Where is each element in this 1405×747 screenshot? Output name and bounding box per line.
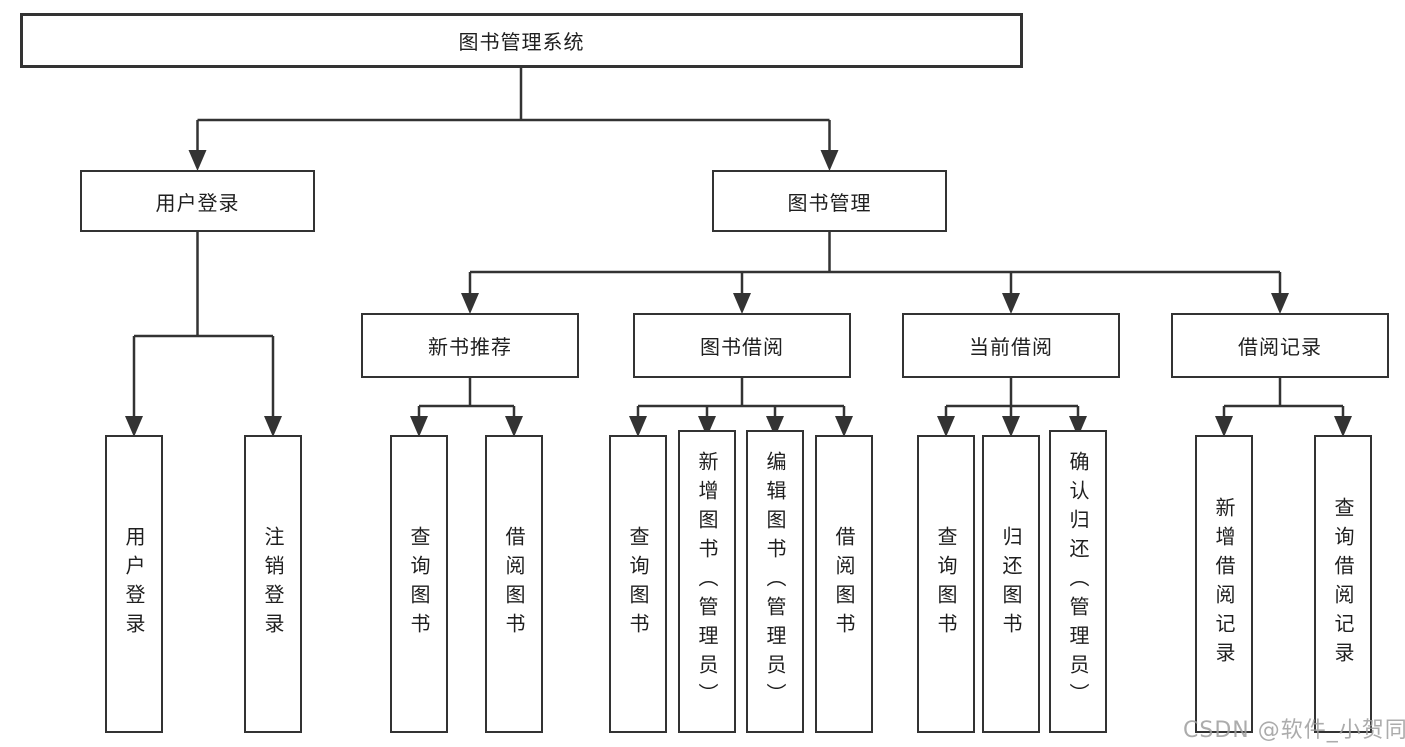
leaf-add-books-admin: 新增图书（管理员） xyxy=(678,430,736,733)
node-library-management-system: 图书管理系统 xyxy=(20,13,1023,68)
node-user-login-branch: 用户登录 xyxy=(80,170,315,232)
leaf-return-books: 归还图书 xyxy=(982,435,1040,733)
leaf-add-borrow-record: 新增借阅记录 xyxy=(1195,435,1253,733)
node-book-management-branch: 图书管理 xyxy=(712,170,947,232)
node-book-borrow: 图书借阅 xyxy=(633,313,851,378)
node-current-borrow: 当前借阅 xyxy=(902,313,1120,378)
leaf-borrow-books: 借阅图书 xyxy=(815,435,873,733)
leaf-user-login: 用户登录 xyxy=(105,435,163,733)
csdn-watermark: CSDN @软件_小贺同学 xyxy=(1183,718,1405,743)
leaf-query-borrow-record: 查询借阅记录 xyxy=(1314,435,1372,733)
leaf-query-books-current: 查询图书 xyxy=(917,435,975,733)
leaf-confirm-return-admin: 确认归还（管理员） xyxy=(1049,430,1107,733)
leaf-logout: 注销登录 xyxy=(244,435,302,733)
node-new-book-recommend: 新书推荐 xyxy=(361,313,579,378)
node-borrow-record: 借阅记录 xyxy=(1171,313,1389,378)
leaf-query-books-recommend: 查询图书 xyxy=(390,435,448,733)
leaf-edit-books-admin: 编辑图书（管理员） xyxy=(746,430,804,733)
leaf-query-books-borrow: 查询图书 xyxy=(609,435,667,733)
leaf-borrow-books-recommend: 借阅图书 xyxy=(485,435,543,733)
